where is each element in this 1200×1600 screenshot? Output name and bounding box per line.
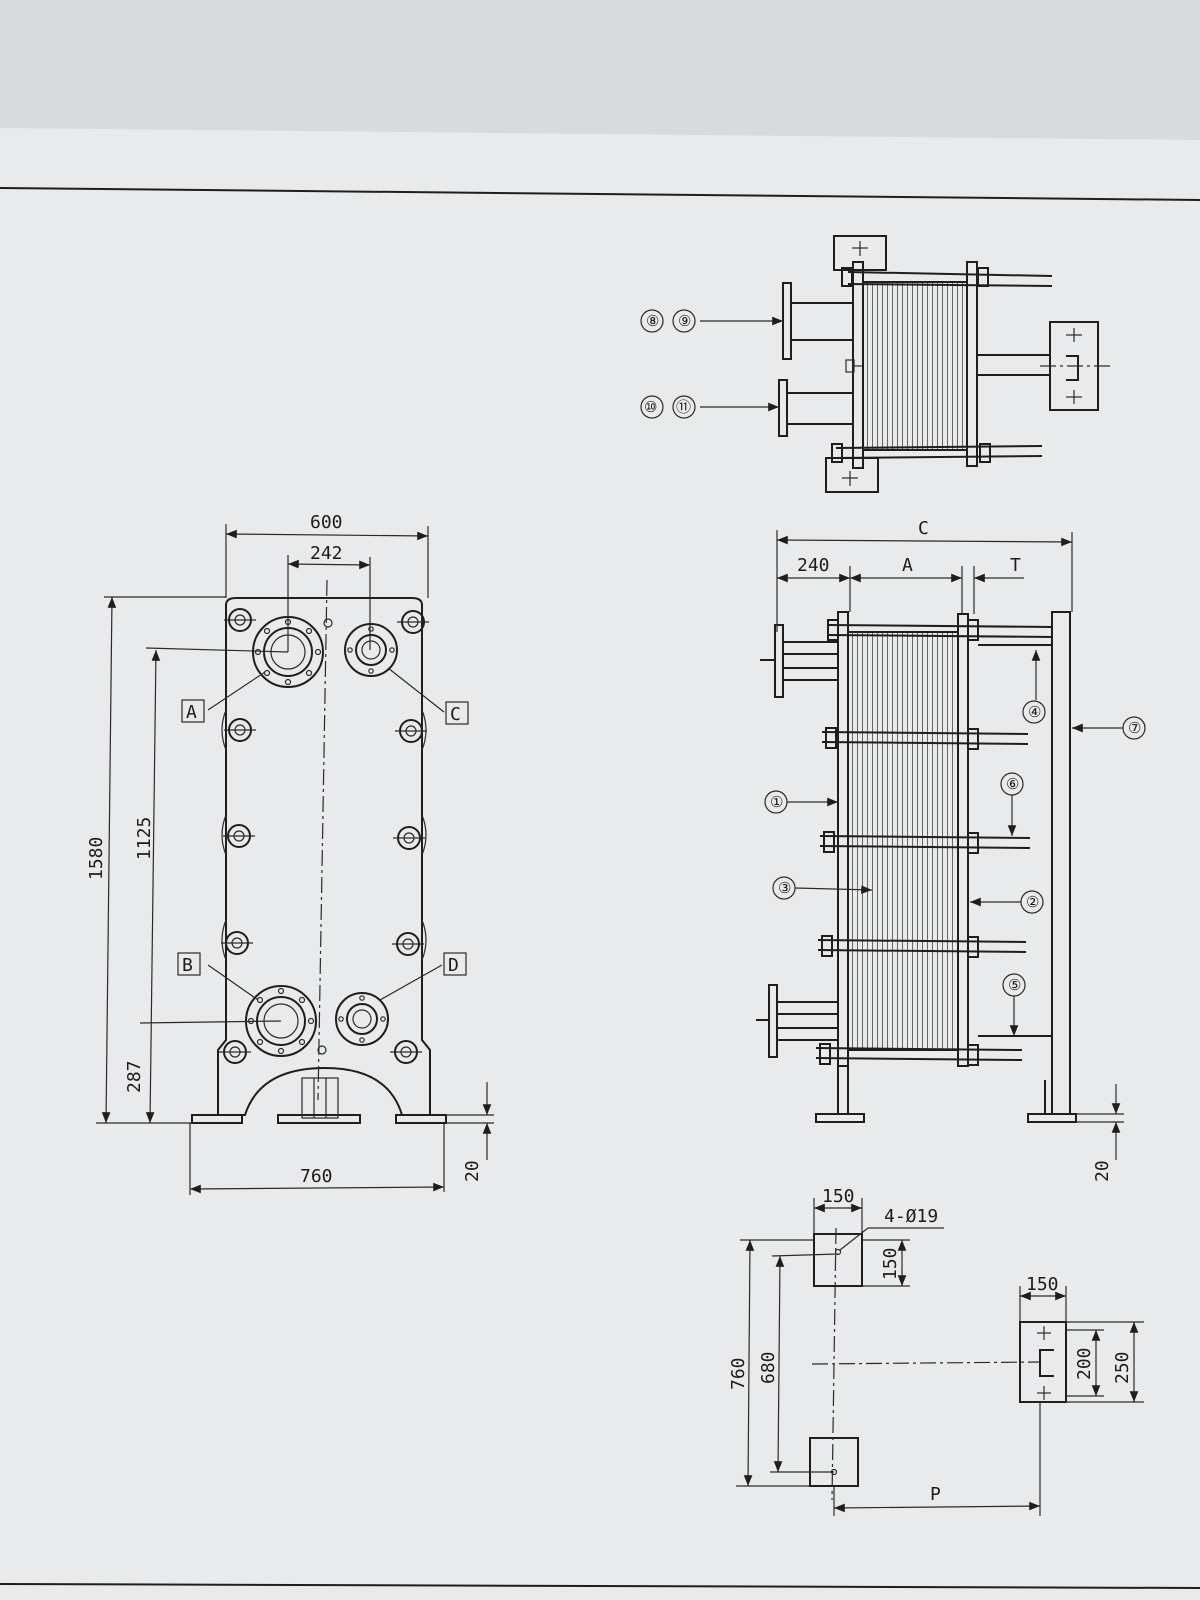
dim-pad-width-150: 150: [822, 1186, 855, 1207]
side-view: C 240 A T ① ② ③ ④ ⑤ ⑥ ⑦: [756, 518, 1146, 1182]
bolt: [397, 610, 429, 634]
bolt: [390, 1040, 422, 1064]
bolt: [393, 826, 425, 850]
dim-distance-p: P: [930, 1484, 941, 1505]
port-label-a-box: [181, 699, 205, 723]
frame-plate-outline: [217, 597, 431, 1116]
foot-left: [191, 1114, 243, 1124]
pad-upper: [813, 1233, 863, 1287]
callout-1: ①: [770, 793, 783, 811]
bolt-set: [219, 608, 429, 1064]
callout-5: ⑤: [1008, 976, 1021, 994]
dim-bolt-holes: 4-Ø19: [884, 1206, 938, 1227]
dim-bolt-spacing-680: 680: [758, 1351, 779, 1384]
callout-2: ②: [1026, 893, 1039, 911]
bolt: [223, 824, 255, 848]
dim-pad-depth-150: 150: [880, 1247, 901, 1280]
top-anchor-lower: [825, 457, 879, 493]
dim-width-600: 600: [310, 512, 343, 533]
port-d-flange: [335, 992, 389, 1046]
callout-9: ⑨: [678, 312, 691, 330]
dim-pad2-outer-250: 250: [1112, 1351, 1133, 1384]
port-label-a: A: [186, 702, 197, 723]
dim-pad2-width-150: 150: [1026, 1274, 1059, 1295]
dim-port-centers-1125: 1125: [134, 817, 155, 860]
top-nozzle-lower-flange: [778, 379, 788, 437]
callout-4: ④: [1028, 703, 1041, 721]
dim-port-spacing-242: 242: [310, 543, 343, 564]
callout-3: ③: [778, 879, 791, 897]
callout-11: ⑪: [676, 398, 691, 416]
side-fixed-frame: [837, 611, 849, 1067]
dim-port-height-287: 287: [124, 1060, 145, 1093]
foundation-plan: 150 4-Ø19 150 760 680 150 200 250: [728, 1186, 1144, 1516]
front-view: A B C D 600 242 1580 1125 287: [86, 512, 494, 1195]
port-c-flange: [344, 623, 398, 677]
bolt: [224, 608, 256, 632]
port-label-d-box: [443, 952, 467, 976]
dim-plate-pack-a: A: [902, 555, 913, 576]
port-label-c-box: [445, 701, 469, 725]
bolt: [221, 931, 253, 955]
dim-offset-240: 240: [797, 555, 830, 576]
top-view: ⑧ ⑨ ⑩ ⑪: [640, 235, 1110, 493]
side-plate-pack: [848, 632, 958, 1050]
drawing-border-bottom: [0, 1583, 1200, 1589]
port-label-b-box: [177, 952, 201, 976]
bolt: [395, 719, 427, 743]
bolt: [392, 932, 424, 956]
port-label-c: C: [450, 704, 461, 725]
paper-sheet: [0, 128, 1200, 1600]
callout-8: ⑧: [646, 312, 659, 330]
bolt: [219, 1040, 251, 1064]
center-line: [317, 579, 328, 1101]
port-label-b: B: [182, 955, 193, 976]
top-pressure-plate: [966, 261, 978, 467]
center-post: [301, 1077, 339, 1119]
pad-right: [1019, 1321, 1067, 1403]
drawing-border-top: [0, 187, 1200, 201]
dim-overall-760: 760: [728, 1357, 749, 1390]
dim-pad2-inner-200: 200: [1074, 1347, 1095, 1380]
top-anchor-upper: [833, 235, 887, 271]
bolt: [224, 718, 256, 742]
port-label-d: D: [448, 955, 459, 976]
top-plate-pack: [863, 282, 967, 450]
callout-7: ⑦: [1128, 719, 1141, 737]
foot-right: [395, 1114, 447, 1124]
top-fixed-frame: [852, 261, 864, 469]
dim-base-760: 760: [300, 1166, 333, 1187]
dim-length-c: C: [918, 518, 929, 539]
dim-foot-20-side: 20: [1092, 1160, 1113, 1182]
callout-10: ⑩: [644, 398, 657, 416]
callout-6: ⑥: [1006, 775, 1019, 793]
dim-height-1580: 1580: [86, 837, 107, 880]
dim-foot-20-front: 20: [462, 1160, 483, 1182]
dim-tail-t: T: [1010, 555, 1021, 576]
tie-bars: [815, 619, 1053, 1066]
